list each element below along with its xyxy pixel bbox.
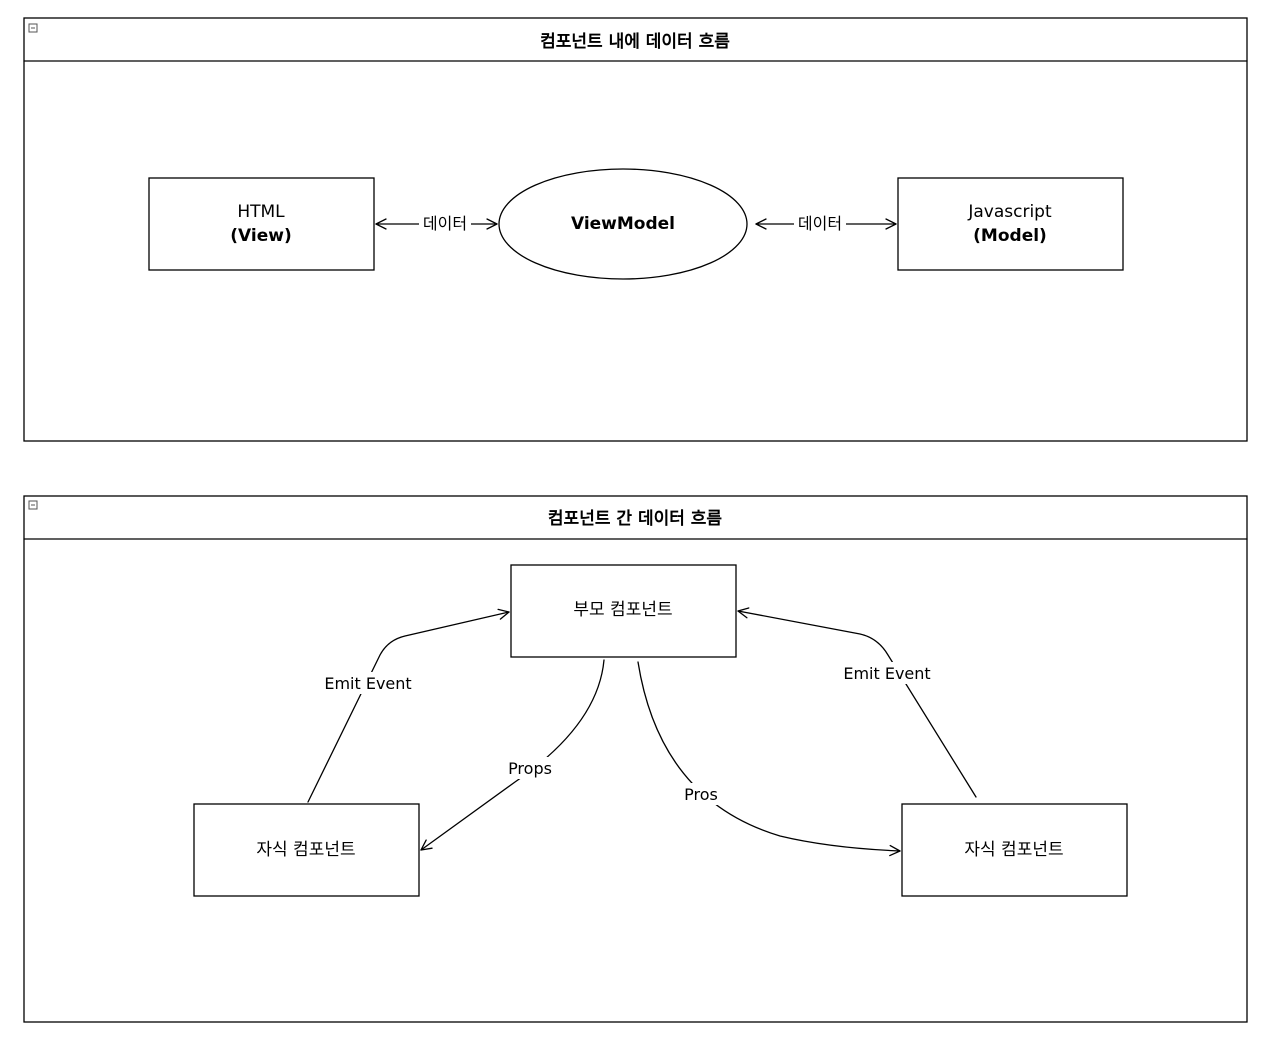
panel-bottom: 컴포넌트 간 데이터 흐름 부모 컴포넌트 자식 컴포넌트 자식 컴포넌트 Em…	[23, 495, 1248, 1023]
edge-view-viewmodel: 데이터	[375, 212, 498, 234]
node-viewmodel-label: ViewModel	[571, 214, 675, 234]
node-model-line2: (Model)	[973, 226, 1047, 246]
node-view-line2: (View)	[230, 226, 291, 246]
node-view[interactable]: HTML (View)	[148, 177, 375, 271]
edge-props-right-label: Pros	[684, 785, 718, 804]
panel-top-title: 컴포넌트 내에 데이터 흐름	[540, 31, 730, 52]
panel-top: 컴포넌트 내에 데이터 흐름 HTML (View) ViewModel Jav…	[23, 17, 1248, 442]
edge-props-right: Pros	[637, 661, 901, 857]
node-view-line1: HTML	[237, 202, 285, 222]
panel-bottom-title: 컴포넌트 간 데이터 흐름	[548, 508, 723, 529]
panel-bottom-collapse-icon[interactable]	[28, 500, 38, 510]
node-child-left-label: 자식 컴포넌트	[256, 840, 355, 860]
node-parent-label: 부모 컴포넌트	[573, 600, 672, 620]
edge-emit-left-label: Emit Event	[324, 674, 411, 693]
node-child-left[interactable]: 자식 컴포넌트	[193, 803, 420, 897]
edge-view-viewmodel-label: 데이터	[423, 214, 467, 233]
edge-props-left-label: Props	[508, 759, 552, 778]
node-parent[interactable]: 부모 컴포넌트	[510, 564, 737, 658]
node-child-right[interactable]: 자식 컴포넌트	[901, 803, 1128, 897]
node-model[interactable]: Javascript (Model)	[897, 177, 1124, 271]
edge-emit-left: Emit Event	[307, 608, 510, 803]
node-child-right-label: 자식 컴포넌트	[964, 840, 1063, 860]
edge-props-left: Props	[420, 659, 605, 851]
edge-viewmodel-model: 데이터	[755, 212, 897, 234]
edge-viewmodel-model-label: 데이터	[798, 214, 842, 233]
node-model-line1: Javascript	[967, 202, 1052, 222]
edge-emit-right-label: Emit Event	[843, 664, 930, 683]
edge-emit-right: Emit Event	[737, 607, 977, 798]
node-viewmodel[interactable]: ViewModel	[498, 168, 748, 280]
panel-top-collapse-icon[interactable]	[28, 23, 38, 33]
